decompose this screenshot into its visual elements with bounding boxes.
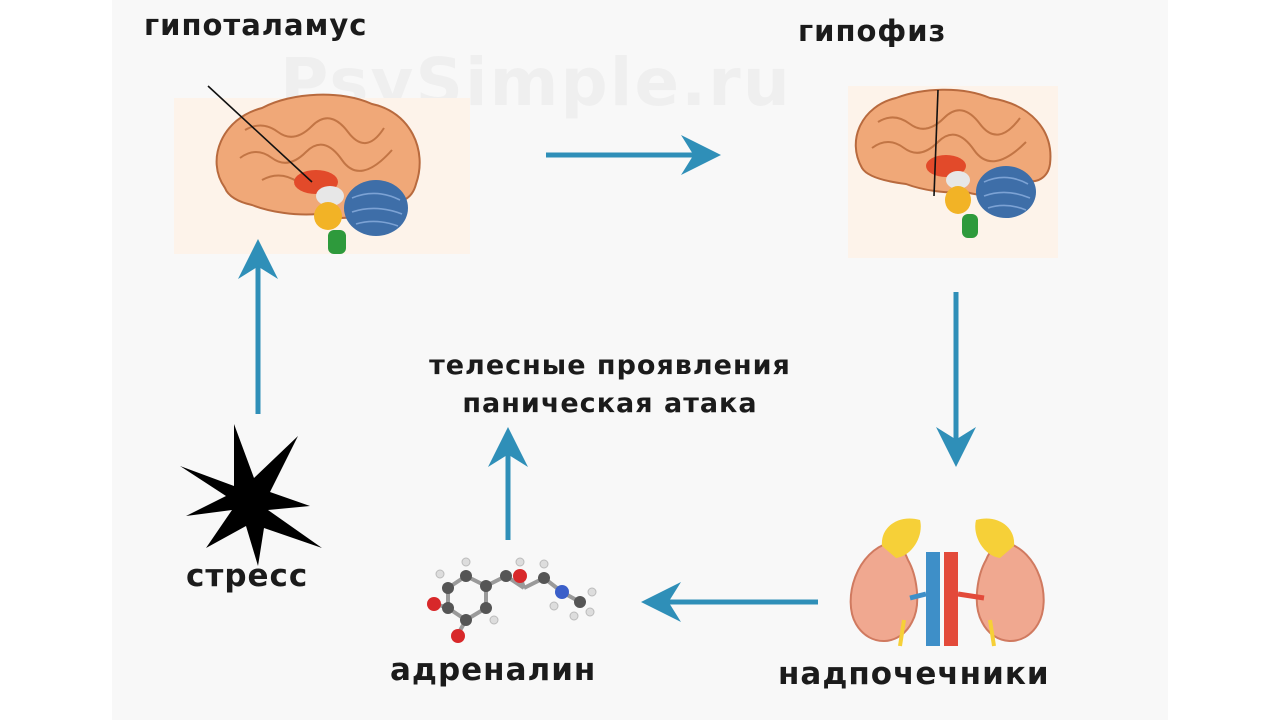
label-adrenaline: адреналин <box>390 652 597 688</box>
brain-pituitary-image <box>848 86 1058 258</box>
label-hypothalamus: гипоталамус <box>144 8 368 42</box>
label-bodily-manifestations: телесные проявления <box>429 350 791 381</box>
adrenal-glands-image <box>849 518 1045 647</box>
stress-burst-icon <box>180 424 322 566</box>
label-stress: стресс <box>186 558 309 594</box>
brain-hypothalamus-image <box>174 85 470 254</box>
label-adrenal-glands: надпочечники <box>778 656 1050 692</box>
label-pituitary: гипофиз <box>798 14 947 48</box>
label-panic-attack: паническая атака <box>462 388 758 419</box>
adrenaline-molecule-image <box>427 557 597 643</box>
